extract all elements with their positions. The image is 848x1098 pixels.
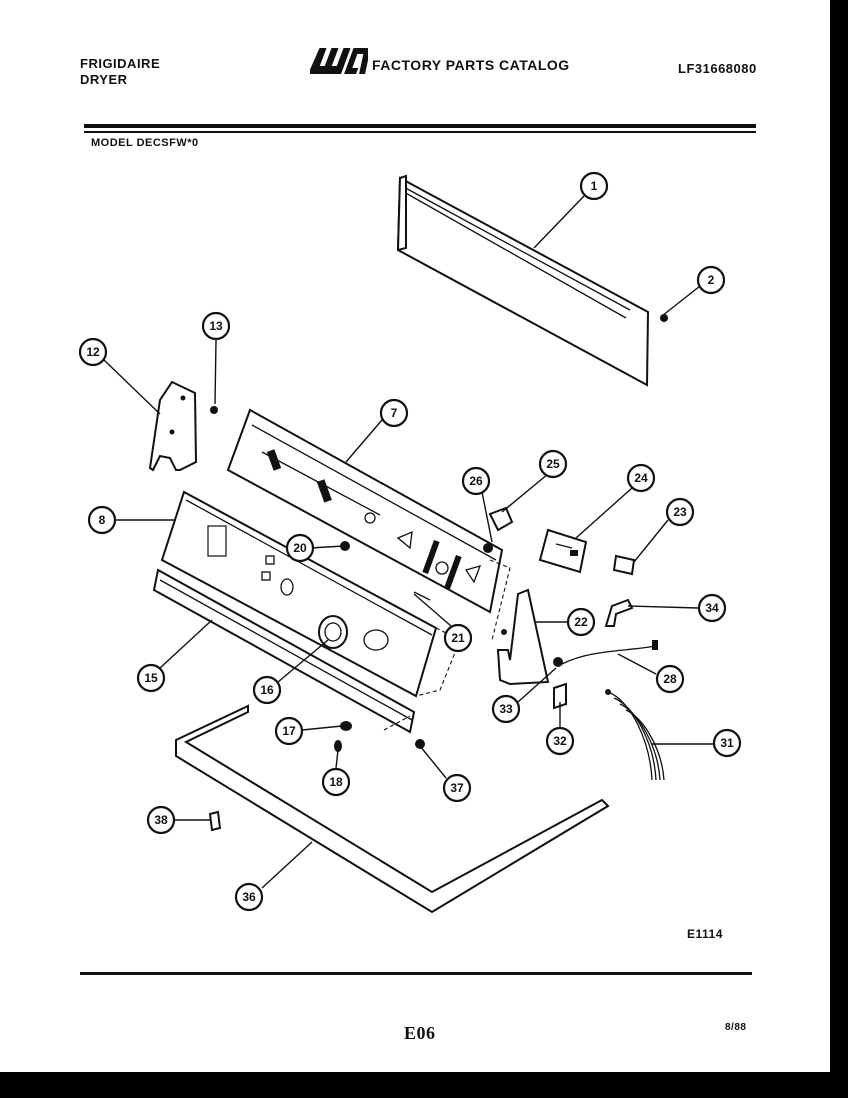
callout-28: 28 <box>655 664 685 694</box>
rear-panel-part <box>396 174 668 387</box>
left-bracket-part <box>148 380 218 472</box>
callout-17: 17 <box>274 716 304 746</box>
callout-32: 32 <box>545 726 575 756</box>
svg-text:20: 20 <box>293 541 307 555</box>
svg-text:31: 31 <box>720 736 734 750</box>
callout-1: 1 <box>579 171 609 201</box>
callout-24: 24 <box>626 463 656 493</box>
svg-text:1: 1 <box>591 179 598 193</box>
switch-part <box>483 506 514 553</box>
svg-text:32: 32 <box>553 734 567 748</box>
svg-text:8: 8 <box>99 513 106 527</box>
figure-code: E1114 <box>687 927 723 941</box>
catalog-number: LF31668080 <box>678 61 757 76</box>
svg-text:21: 21 <box>451 631 465 645</box>
svg-text:34: 34 <box>705 601 719 615</box>
svg-text:17: 17 <box>282 724 296 738</box>
wire-part <box>561 645 657 665</box>
callout-26: 26 <box>461 466 491 496</box>
svg-text:15: 15 <box>144 671 158 685</box>
knob-part <box>318 615 348 649</box>
trim-strip-part <box>152 568 416 734</box>
top-cover-part <box>175 704 610 914</box>
callout-23: 23 <box>665 497 695 527</box>
print-date: 8/88 <box>725 1022 747 1033</box>
callout-34: 34 <box>697 593 727 623</box>
svg-text:38: 38 <box>154 813 168 827</box>
callout-36: 36 <box>234 882 264 912</box>
appliance-type: DRYER <box>80 72 128 87</box>
screw-18-part <box>334 740 342 752</box>
exploded-parts-diagram: 1 2 7 8 12 13 15 16 17 18 20 21 22 23 24… <box>78 171 742 914</box>
svg-text:16: 16 <box>260 683 274 697</box>
callout-13: 13 <box>201 311 231 341</box>
svg-text:37: 37 <box>450 781 464 795</box>
callout-20: 20 <box>285 533 315 563</box>
timer-part <box>538 528 588 574</box>
callout-8: 8 <box>87 505 117 535</box>
leader-lines <box>103 195 714 889</box>
svg-text:23: 23 <box>673 505 687 519</box>
svg-text:26: 26 <box>469 474 483 488</box>
svg-text:12: 12 <box>86 345 100 359</box>
right-bracket-part <box>496 588 550 686</box>
brand-name: FRIGIDAIRE <box>80 56 161 71</box>
nut-part <box>553 657 563 667</box>
clip-part <box>612 554 636 576</box>
callout-15: 15 <box>136 663 166 693</box>
svg-text:13: 13 <box>209 319 223 333</box>
svg-text:2: 2 <box>708 273 715 287</box>
callout-31: 31 <box>712 728 742 758</box>
lamp-part <box>553 682 567 710</box>
wci-logo <box>310 48 368 74</box>
footer-rule <box>80 972 752 975</box>
callout-12: 12 <box>78 337 108 367</box>
screw-17-part <box>340 721 352 731</box>
screw-part <box>604 598 634 627</box>
callout-21: 21 <box>443 623 473 653</box>
svg-text:33: 33 <box>499 702 513 716</box>
callout-18: 18 <box>321 767 351 797</box>
callout-22: 22 <box>566 607 596 637</box>
callout-2: 2 <box>696 265 726 295</box>
callout-7: 7 <box>379 398 409 428</box>
wire-harness-part <box>605 689 665 781</box>
callout-38: 38 <box>146 805 176 835</box>
callout-37: 37 <box>442 773 472 803</box>
svg-text:22: 22 <box>574 615 588 629</box>
svg-text:18: 18 <box>329 775 343 789</box>
control-panel-part <box>226 408 504 614</box>
callout-25: 25 <box>538 449 568 479</box>
page-code: E06 <box>404 1023 436 1043</box>
screw-38-part <box>208 810 222 832</box>
svg-text:36: 36 <box>242 890 256 904</box>
svg-text:7: 7 <box>391 406 398 420</box>
svg-text:24: 24 <box>634 471 648 485</box>
svg-text:25: 25 <box>546 457 560 471</box>
parts-catalog-page: FRIGIDAIRE DRYER FACTORY PARTS CATALOG L… <box>0 0 830 1072</box>
model-number: MODEL DECSFW*0 <box>91 137 199 149</box>
svg-text:28: 28 <box>663 672 677 686</box>
callout-33: 33 <box>491 694 521 724</box>
header-rule <box>84 124 756 128</box>
header-rule-thin <box>84 131 756 133</box>
catalog-title: FACTORY PARTS CATALOG <box>372 57 570 73</box>
callouts: 1 2 7 8 12 13 15 16 17 18 20 21 22 23 24… <box>78 171 742 912</box>
screw-37-part <box>415 739 425 749</box>
callout-16: 16 <box>252 675 282 705</box>
